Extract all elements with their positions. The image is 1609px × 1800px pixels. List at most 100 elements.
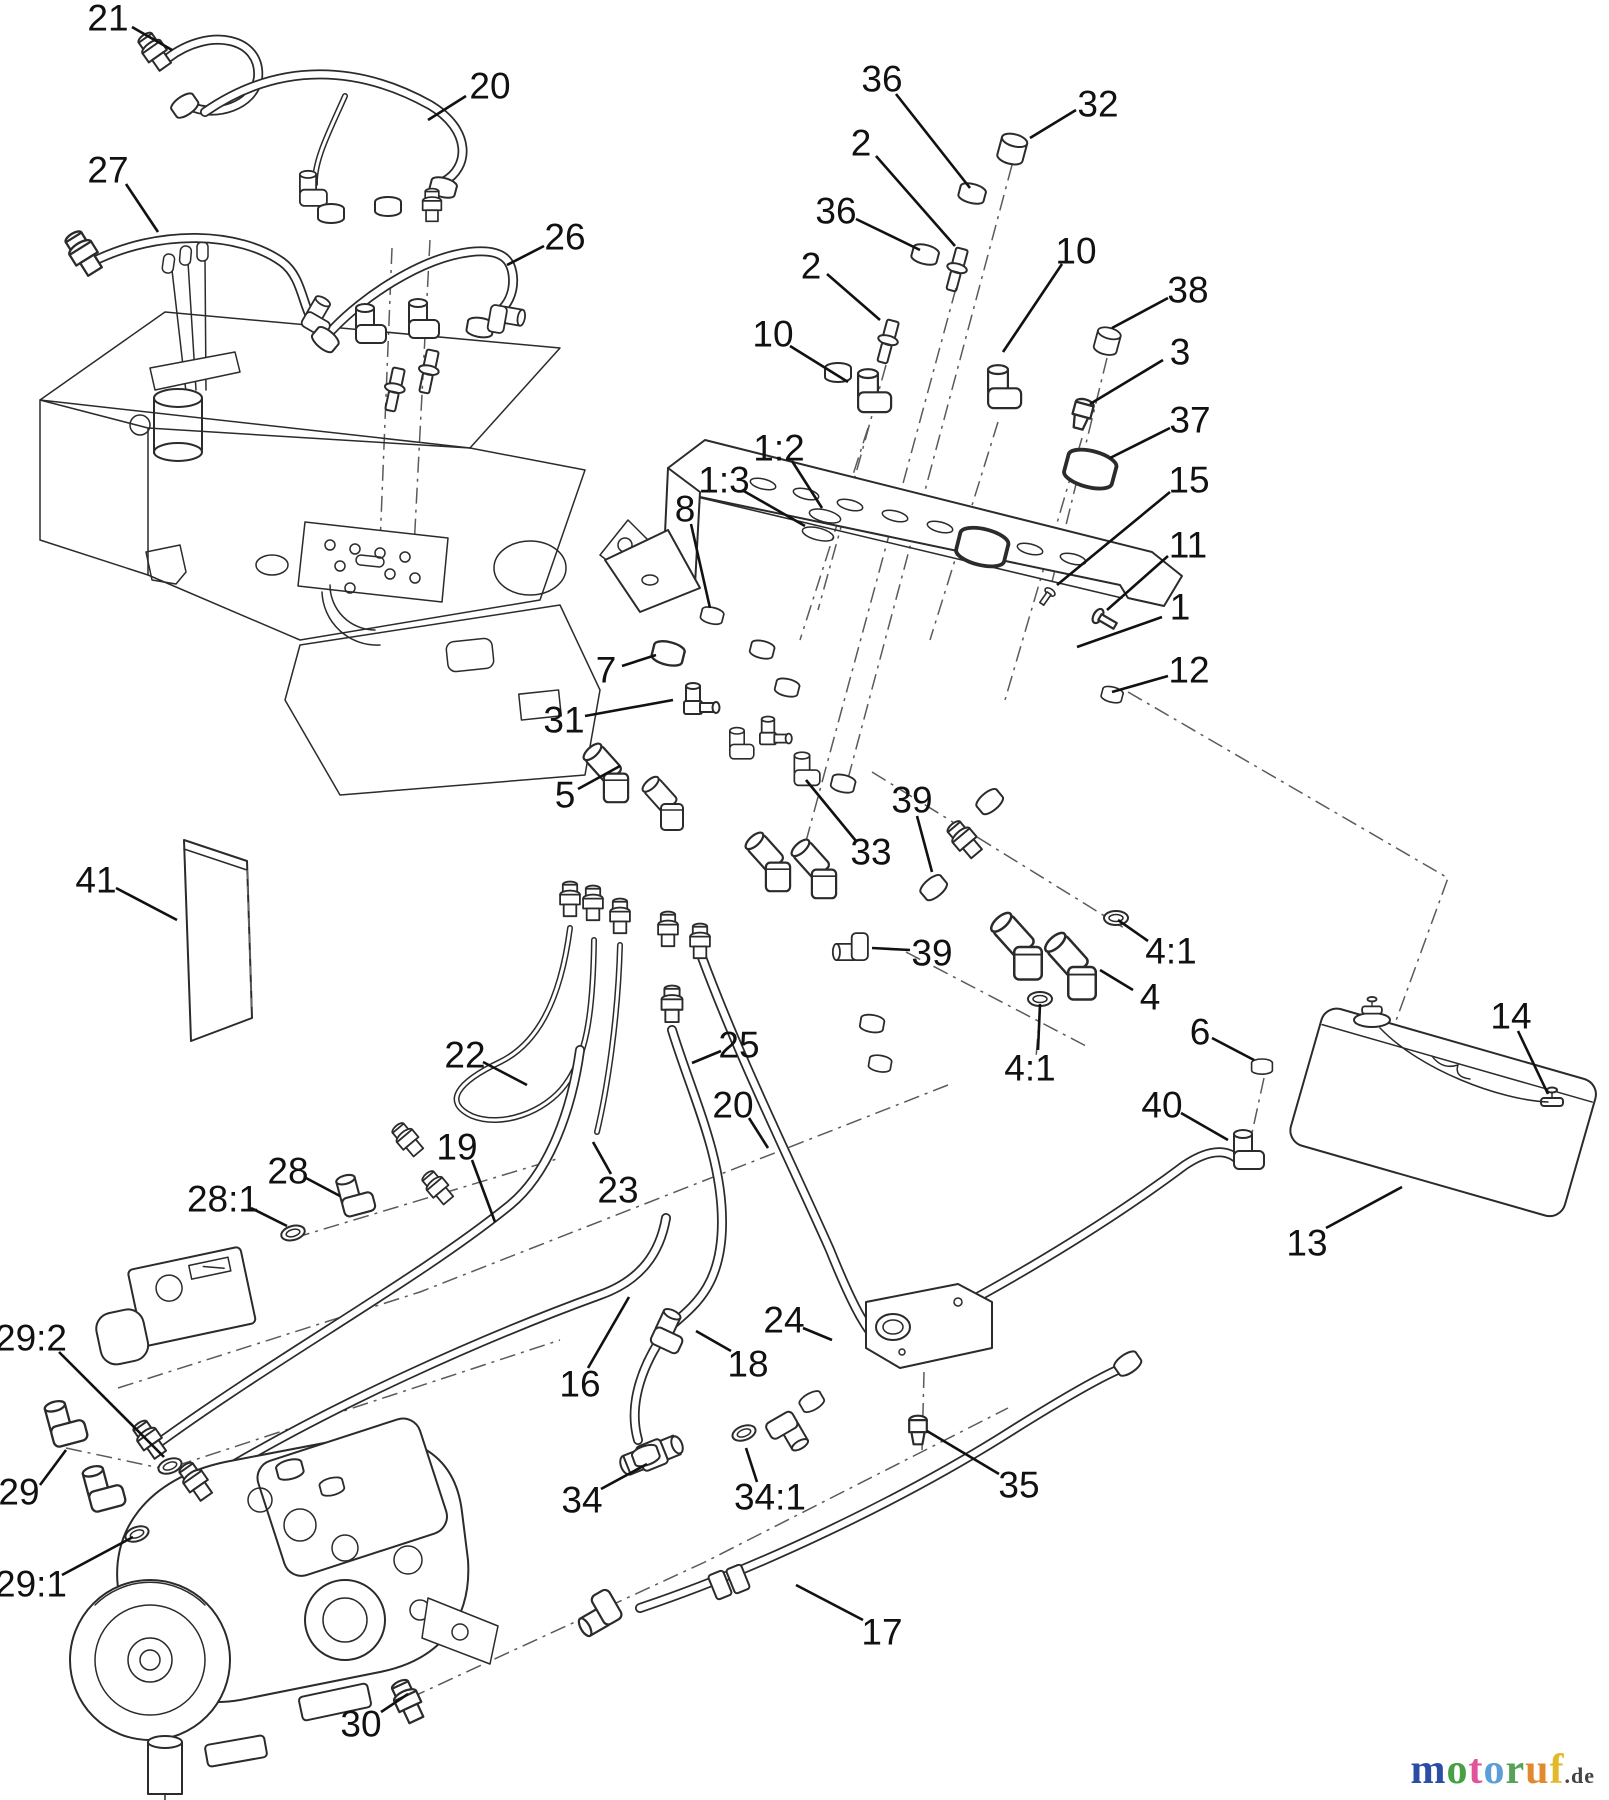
- callout-number: 15: [1168, 460, 1209, 501]
- callout-number: 30: [340, 1704, 381, 1745]
- callout-number: 13: [1286, 1223, 1327, 1264]
- callout-layer: 212027263632236210103833715111121:21:387…: [0, 0, 1550, 1745]
- callout-leader-line: [1076, 615, 1163, 649]
- callout-number: 39: [911, 933, 952, 974]
- callout-12: 12: [1111, 650, 1210, 694]
- watermark-letter: m: [1410, 1747, 1447, 1793]
- callout-leader-line: [804, 779, 858, 842]
- callout-number: 7: [596, 650, 617, 691]
- callout-1: 1: [1076, 587, 1190, 649]
- callout-31: 31: [543, 698, 674, 741]
- callout-leader-line: [789, 344, 849, 384]
- callout-number: 12: [1168, 650, 1209, 691]
- callout-number: 29:2: [0, 1318, 67, 1359]
- callout-2: 2: [851, 123, 956, 247]
- callout-number: 2: [851, 123, 872, 164]
- callout-34: 34: [561, 1462, 648, 1521]
- callout-number: 39: [891, 780, 932, 821]
- callout-number: 28: [267, 1151, 308, 1192]
- callout-4: 4: [1099, 968, 1160, 1018]
- callout-29: 29: [0, 1449, 68, 1513]
- callout-number: 32: [1077, 84, 1118, 125]
- callout-16: 16: [559, 1296, 631, 1405]
- callout-35: 35: [926, 1429, 1040, 1506]
- callout-leader-line: [1036, 1003, 1042, 1051]
- callout-leader-line: [124, 183, 160, 233]
- callout-leader-line: [584, 698, 674, 718]
- callout-number: 4:1: [1004, 1048, 1055, 1089]
- watermark-logo: motoruf.de: [1410, 1746, 1595, 1794]
- callout-number: 22: [444, 1035, 485, 1076]
- projection-lines: [65, 164, 1449, 1699]
- callout-leader-line: [855, 217, 921, 252]
- callout-34-1: 34:1: [734, 1447, 806, 1518]
- callout-number: 28:1: [187, 1179, 259, 1220]
- watermark-letter: f: [1549, 1747, 1565, 1793]
- callout-36: 36: [861, 59, 972, 189]
- callout-leader-line: [871, 946, 911, 952]
- hose-part-16: [200, 1213, 671, 1487]
- callout-32: 32: [1029, 84, 1119, 140]
- callout-number: 40: [1141, 1085, 1182, 1126]
- watermark-letter: u: [1525, 1747, 1550, 1793]
- callout-25: 25: [691, 1025, 760, 1066]
- callout-29-2: 29:2: [0, 1318, 165, 1458]
- callout-leader-line: [131, 25, 173, 52]
- watermark-letter: t: [1468, 1747, 1484, 1793]
- callout-leader-line: [305, 1176, 341, 1198]
- callout-leader-line: [894, 93, 972, 189]
- bracket-part-1: [604, 439, 1183, 613]
- hose-part-20: [200, 69, 468, 187]
- callout-36: 36: [815, 191, 921, 252]
- callout-number: 34: [561, 1480, 602, 1521]
- callout-leader-line: [741, 488, 806, 528]
- callout-number: 25: [718, 1025, 759, 1066]
- solenoid-valve: [95, 1246, 257, 1366]
- callout-number: 5: [555, 775, 576, 816]
- callout-number: 10: [752, 314, 793, 355]
- callout-number: 21: [87, 0, 128, 39]
- callout-leader-line: [621, 653, 657, 668]
- callout-number: 8: [675, 489, 696, 530]
- pump-assembly: [69, 1417, 499, 1800]
- watermark-word: motoruf: [1410, 1747, 1564, 1793]
- callout-number: 18: [727, 1344, 768, 1385]
- callout-leader-line: [577, 764, 621, 791]
- callout-10: 10: [1001, 231, 1097, 353]
- callout-number: 20: [712, 1085, 753, 1126]
- callout-leader-line: [826, 273, 881, 321]
- hose-part-25: [667, 1025, 728, 1330]
- callout-leader-line: [915, 815, 934, 873]
- hose-part-26: [327, 246, 519, 335]
- callout-leader-line: [1516, 1030, 1550, 1095]
- callout-17: 17: [795, 1583, 903, 1653]
- callout-number: 4:1: [1145, 931, 1196, 972]
- callout-number: 14: [1490, 996, 1531, 1037]
- watermark-suffix: .de: [1564, 1763, 1595, 1788]
- callout-11: 11: [1106, 525, 1207, 611]
- callout-leader-line: [1109, 426, 1171, 460]
- hose-part-23: [594, 942, 623, 1135]
- callout-leader-line: [691, 1049, 722, 1065]
- callout-4-1: 4:1: [1117, 918, 1197, 972]
- callout-leader-line: [802, 1326, 833, 1342]
- callout-number: 20: [469, 66, 510, 107]
- callout-leader-line: [795, 1583, 864, 1622]
- callout-29-1: 29:1: [0, 1535, 134, 1605]
- callout-15: 15: [1056, 460, 1210, 587]
- callout-number: 1:3: [698, 460, 749, 501]
- callout-leader-line: [1111, 674, 1169, 694]
- callout-37: 37: [1109, 400, 1211, 460]
- callout-number: 2: [801, 246, 822, 287]
- callout-28-1: 28:1: [187, 1179, 288, 1228]
- callout-30: 30: [340, 1692, 409, 1745]
- manifold-block: [865, 1283, 993, 1369]
- callout-leader-line: [1325, 1185, 1403, 1230]
- callout-28: 28: [267, 1151, 341, 1198]
- hose-part-20-lower: [695, 947, 887, 1351]
- callout-number: 1:2: [753, 428, 804, 469]
- callout-leader-line: [1117, 918, 1149, 943]
- callout-number: 29: [0, 1472, 40, 1513]
- callout-leader-line: [58, 1351, 165, 1458]
